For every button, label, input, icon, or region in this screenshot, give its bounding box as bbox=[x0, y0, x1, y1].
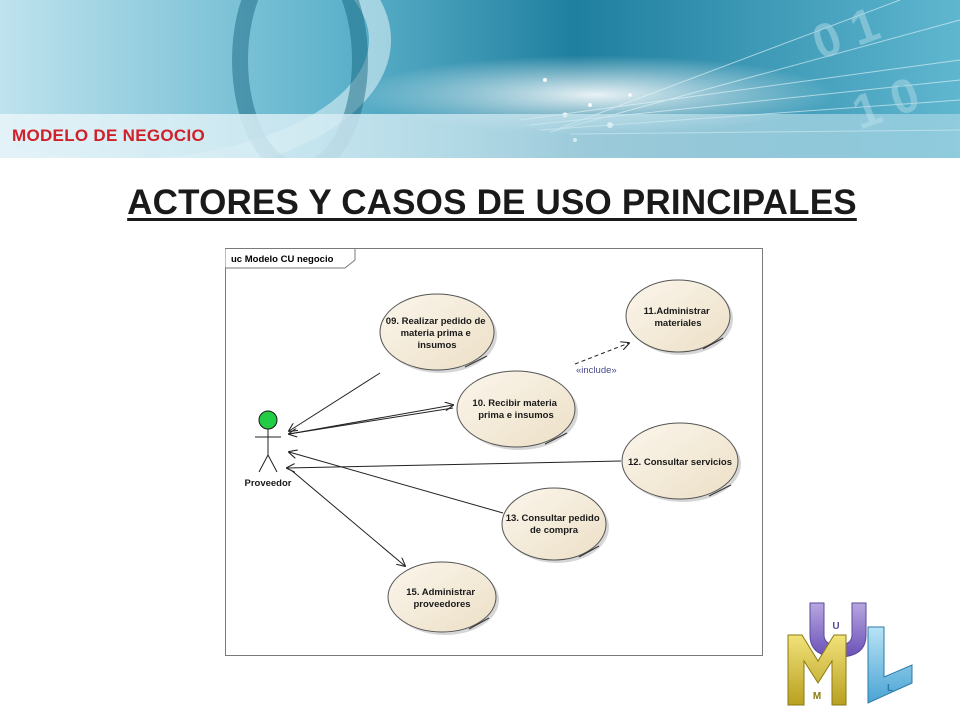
association-uc10-return bbox=[289, 407, 454, 434]
use-case-10-label: 10. Recibir materia prima e insumos bbox=[472, 398, 559, 421]
banner-graphic: 0 1 1 0 bbox=[0, 0, 960, 158]
section-label-background bbox=[0, 114, 960, 158]
use-case-diagram: uc Modelo CU negocio «include» 09. Reali… bbox=[225, 248, 763, 656]
header-banner: 0 1 1 0 bbox=[0, 0, 960, 158]
uml-logo-m: M bbox=[787, 634, 847, 706]
uml-logo: U M L bbox=[780, 595, 920, 715]
include-dependency bbox=[574, 343, 629, 365]
use-case-10[interactable]: 10. Recibir materia prima e insumos bbox=[456, 370, 578, 450]
association-uc15 bbox=[290, 469, 405, 566]
page-title: ACTORES Y CASOS DE USO PRINCIPALES bbox=[127, 183, 857, 222]
use-case-09-label: 09. Realizar pedido de materia prima e i… bbox=[386, 316, 488, 351]
use-case-12[interactable]: 12. Consultar servicios bbox=[621, 422, 741, 502]
use-case-13[interactable]: 13. Consultar pedido de compra bbox=[501, 487, 609, 563]
svg-text:L: L bbox=[887, 683, 893, 694]
uml-logo-graphic: U M L bbox=[787, 602, 913, 706]
association-uc13 bbox=[289, 452, 504, 514]
actor-proveedor[interactable]: Proveedor bbox=[245, 410, 292, 489]
frame-label-tab bbox=[225, 248, 356, 269]
section-label-bar: MODELO DE NEGOCIO bbox=[0, 114, 960, 158]
use-case-11-label: 11.Administrar materiales bbox=[644, 306, 713, 329]
use-case-09[interactable]: 09. Realizar pedido de materia prima e i… bbox=[379, 293, 497, 373]
association-uc09 bbox=[289, 372, 381, 431]
section-label-text: MODELO DE NEGOCIO bbox=[12, 126, 206, 145]
diagram-canvas: uc Modelo CU negocio «include» 09. Reali… bbox=[225, 248, 763, 656]
use-case-13-label: 13. Consultar pedido de compra bbox=[506, 513, 603, 536]
use-case-12-label: 12. Consultar servicios bbox=[628, 457, 732, 468]
use-case-15[interactable]: 15. Administrar proveedores bbox=[387, 561, 499, 635]
svg-text:U: U bbox=[832, 621, 839, 632]
use-case-11[interactable]: 11.Administrar materiales bbox=[625, 279, 733, 355]
use-case-15-label: 15. Administrar proveedores bbox=[406, 587, 477, 610]
frame-label: uc Modelo CU negocio bbox=[231, 254, 334, 265]
svg-text:M: M bbox=[813, 691, 821, 702]
include-stereotype: «include» bbox=[576, 365, 617, 376]
actor-label: Proveedor bbox=[245, 478, 292, 489]
uml-logo-l: L bbox=[867, 626, 913, 704]
